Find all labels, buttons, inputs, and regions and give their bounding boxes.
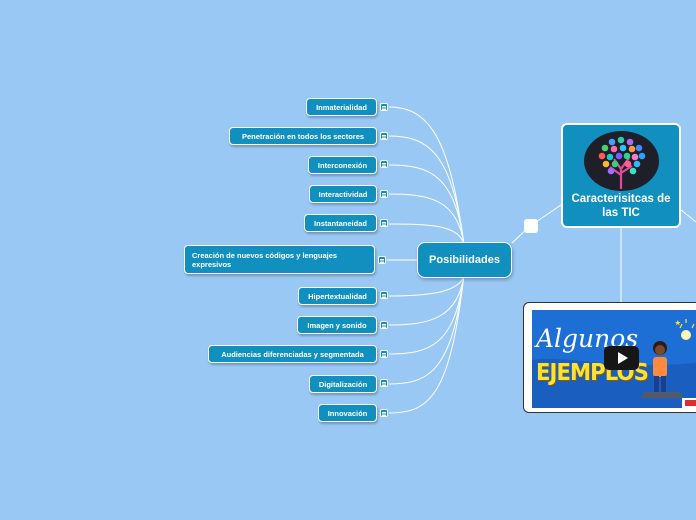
- connector-line: [388, 274, 465, 385]
- notes-icon[interactable]: [380, 219, 388, 227]
- connector-line: [388, 274, 465, 297]
- connector-line: [388, 274, 465, 414]
- play-icon[interactable]: [604, 346, 639, 370]
- connector-line: [388, 135, 465, 246]
- connector-line: [388, 106, 465, 246]
- notes-icon[interactable]: [380, 409, 388, 417]
- branch-topic[interactable]: Interconexión: [308, 156, 377, 174]
- notes-icon[interactable]: [380, 291, 388, 299]
- topic-label: Creación de nuevos códigos y lenguajes e…: [192, 250, 338, 269]
- branch-topic[interactable]: Digitalización: [309, 375, 377, 393]
- topic-label: Inmaterialidad: [316, 102, 367, 112]
- connector-line: [388, 274, 465, 355]
- connector-line: [388, 164, 465, 246]
- notes-icon[interactable]: [380, 103, 388, 111]
- branch-topic[interactable]: Imagen y sonido: [297, 316, 377, 334]
- connector-line: [388, 223, 465, 246]
- topic-label: Interconexión: [317, 160, 368, 170]
- notes-icon[interactable]: [380, 132, 388, 140]
- topic-label: Innovación: [327, 408, 368, 418]
- video-thumbnail[interactable]: Algunos EJEMPLOS: [532, 310, 696, 408]
- topic-label: Interactividad: [318, 189, 368, 199]
- central-topic-label: Posibilidades: [429, 254, 500, 266]
- collapse-toggle[interactable]: [524, 219, 538, 233]
- branch-topic[interactable]: Inmaterialidad: [306, 98, 377, 116]
- notes-icon[interactable]: [378, 256, 386, 264]
- connector-line: [680, 209, 696, 223]
- tree-icon: [598, 136, 646, 189]
- branch-topic[interactable]: Audiencias diferenciadas y segmentada: [208, 345, 377, 363]
- connector-line: [388, 274, 465, 326]
- branch-topic[interactable]: Creación de nuevos códigos y lenguajes e…: [184, 245, 375, 274]
- main-topic-card[interactable]: Caracterisitcas de las TIC: [561, 123, 681, 228]
- branch-topic[interactable]: Penetración en todos los sectores: [229, 127, 377, 145]
- tree-of-app-icons-image: [584, 131, 659, 191]
- video-card[interactable]: Algunos EJEMPLOS: [523, 302, 696, 413]
- notes-icon[interactable]: [380, 379, 388, 387]
- branch-topic[interactable]: Interactividad: [309, 185, 377, 203]
- topic-label: Instantaneidad: [314, 218, 367, 228]
- main-topic-title: Caracterisitcas de las TIC: [571, 193, 671, 219]
- notes-icon[interactable]: [380, 321, 388, 329]
- connector-line: [388, 193, 465, 246]
- notes-icon[interactable]: [380, 160, 388, 168]
- notes-icon[interactable]: [380, 350, 388, 358]
- topic-label: Audiencias diferenciadas y segmentada: [221, 349, 364, 359]
- branch-topic[interactable]: Hipertextualidad: [298, 287, 377, 305]
- central-topic[interactable]: Posibilidades: [417, 242, 512, 278]
- topic-label: Digitalización: [318, 379, 368, 389]
- notes-icon[interactable]: [380, 190, 388, 198]
- topic-label: Imagen y sonido: [307, 320, 367, 330]
- branch-topic[interactable]: Instantaneidad: [304, 214, 377, 232]
- topic-label: Hipertextualidad: [308, 291, 367, 301]
- branch-topic[interactable]: Innovación: [318, 404, 377, 422]
- topic-label: Penetración en todos los sectores: [241, 131, 365, 141]
